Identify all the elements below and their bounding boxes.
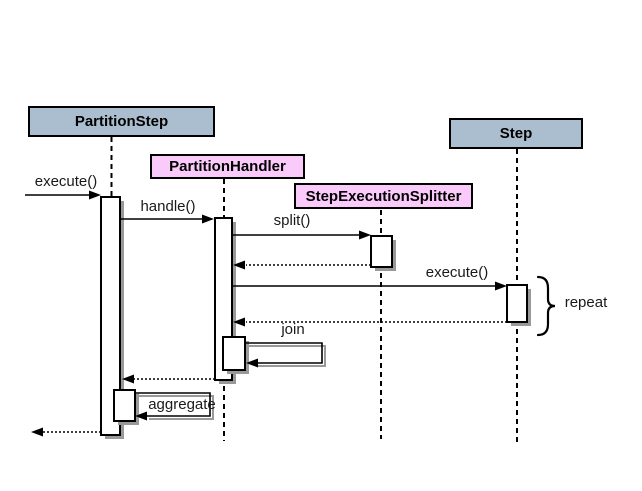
object-step: Step xyxy=(449,118,583,149)
message-label-aggregate: aggregate xyxy=(148,396,216,413)
message-label-split: split() xyxy=(273,212,311,229)
activation-step xyxy=(506,284,528,323)
object-partition-handler: PartitionHandler xyxy=(150,154,305,179)
return-execute-head xyxy=(31,427,43,437)
activation-splitter xyxy=(370,235,393,268)
message-label-handle: handle() xyxy=(140,198,196,215)
message-label-execute: execute() xyxy=(34,173,98,190)
object-partition-step: PartitionStep xyxy=(28,106,215,137)
object-step-label: Step xyxy=(499,125,533,142)
activation-aggregate xyxy=(113,389,136,422)
message-label-join: join xyxy=(281,321,305,338)
activation-join xyxy=(222,336,246,371)
return-execute-step-head xyxy=(233,317,245,327)
self-message-join-shape xyxy=(245,342,323,364)
arrow-execute-head xyxy=(89,190,101,200)
self-message-aggregate-shadow xyxy=(138,395,214,420)
return-handle-head xyxy=(122,374,134,384)
object-partition-step-label: PartitionStep xyxy=(74,113,169,130)
arrow-handle-head xyxy=(202,214,214,224)
self-message-aggregate-arrowhead xyxy=(135,411,147,421)
arrow-split-head xyxy=(359,230,371,240)
self-message-join-shadow xyxy=(248,345,326,367)
object-step-execution-splitter: StepExecutionSplitter xyxy=(294,183,473,209)
object-partition-handler-label: PartitionHandler xyxy=(169,158,286,175)
self-message-join-arrowhead xyxy=(246,358,258,368)
activation-partition-step xyxy=(100,196,121,436)
arrow-execute-step-head xyxy=(495,281,507,291)
repeat-brace xyxy=(536,275,556,337)
message-label-execute-step: execute() xyxy=(425,264,489,281)
object-step-execution-splitter-label: StepExecutionSplitter xyxy=(305,187,462,205)
annotation-repeat: repeat xyxy=(564,294,608,311)
self-message-aggregate-shape xyxy=(135,392,211,417)
return-split-head xyxy=(233,260,245,270)
